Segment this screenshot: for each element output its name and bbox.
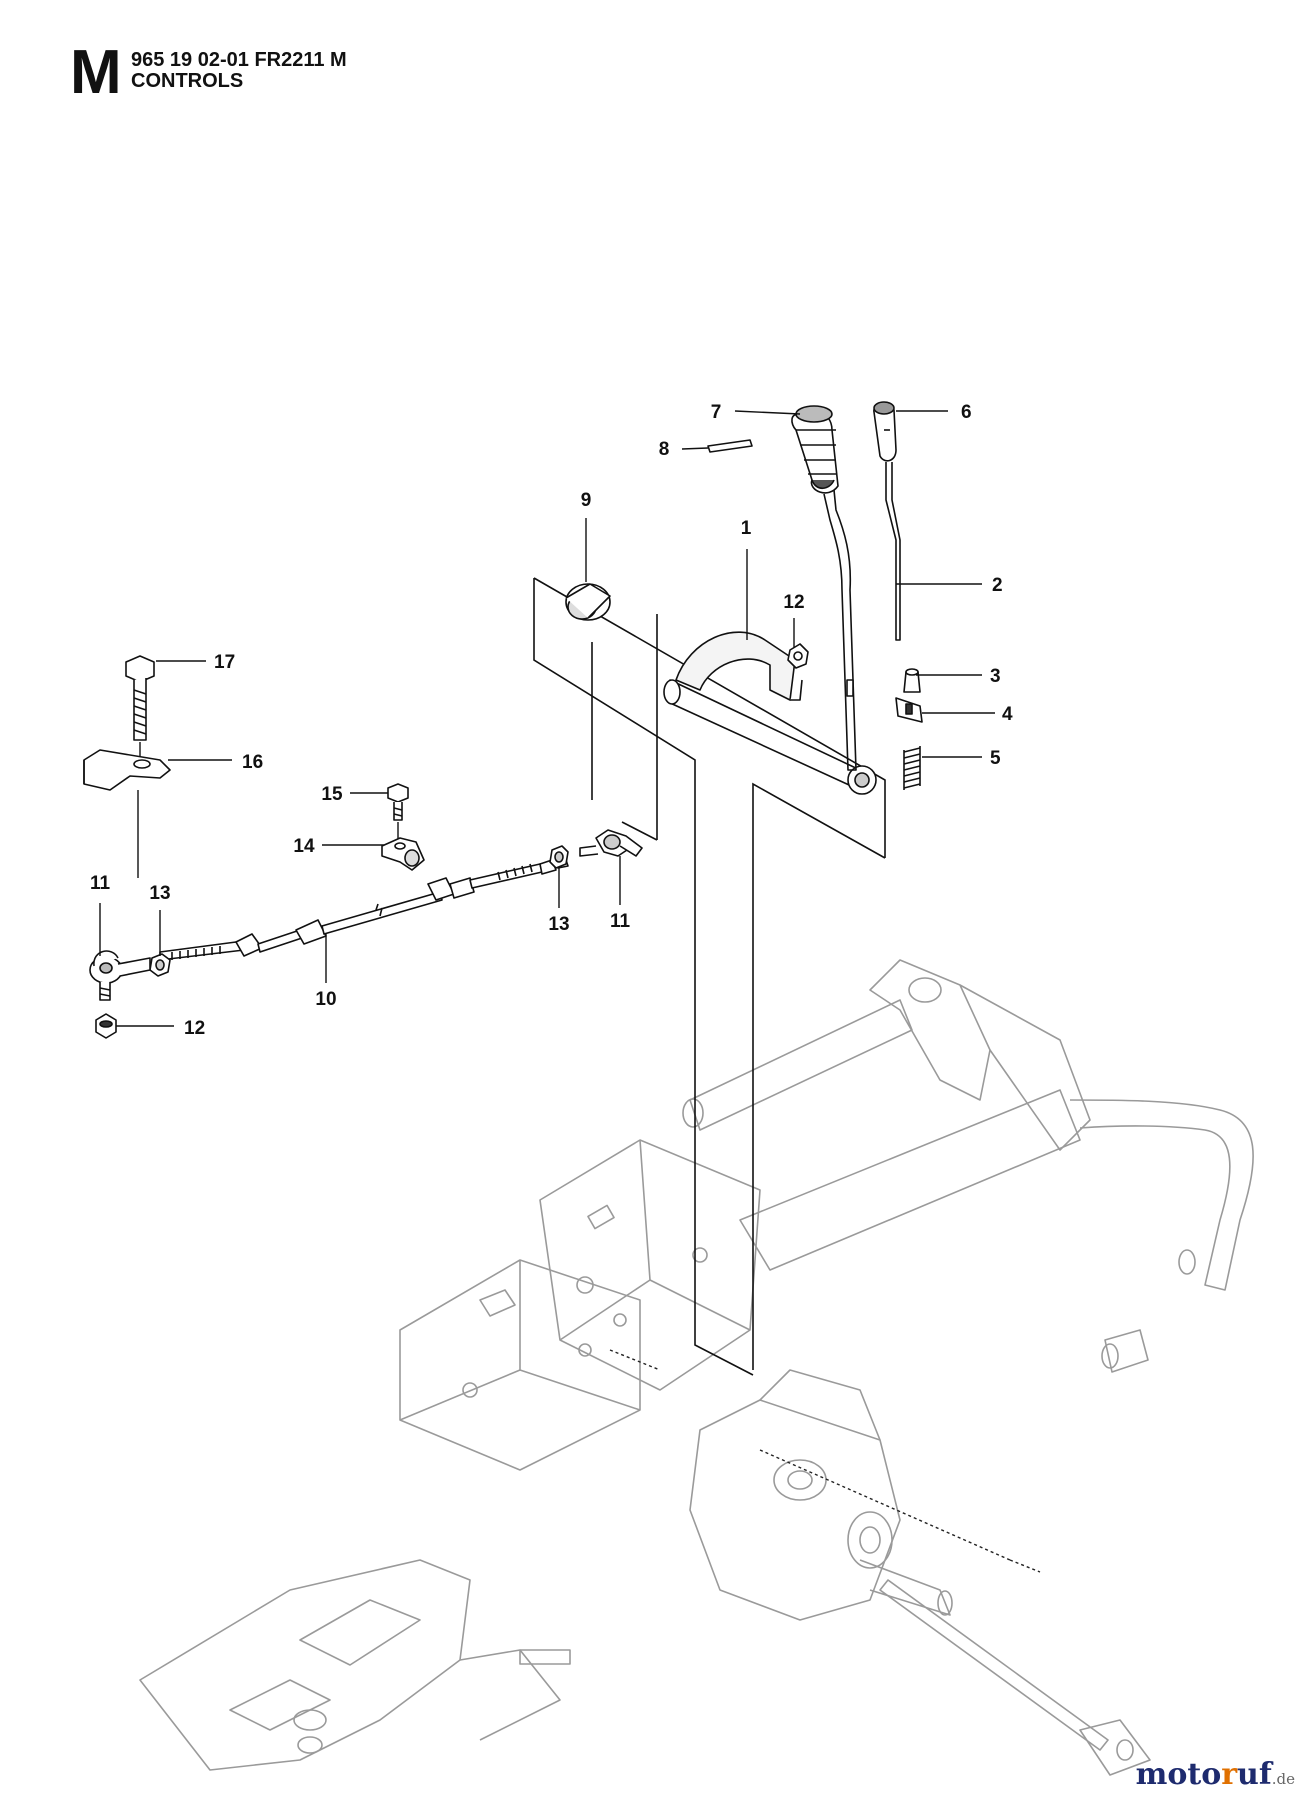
callout-9: 9 [581, 490, 592, 511]
leader-lines [99, 410, 995, 1027]
part-7-lever-knob [791, 405, 839, 494]
callout-11-right: 11 [610, 911, 631, 932]
watermark-logo: motoruf.de [1136, 1757, 1295, 1792]
watermark-part-2: r [1221, 1757, 1238, 1792]
part-12-nut-lower [95, 1013, 117, 1039]
callout-1: 1 [741, 518, 752, 539]
chassis-frame [139, 959, 1254, 1776]
model-code: 965 19 02-01 FR2211 M [131, 49, 347, 71]
part-8-pin [707, 439, 753, 453]
watermark-part-3: uf [1237, 1757, 1272, 1792]
callout-3: 3 [990, 666, 1001, 687]
part-10-cable [159, 859, 569, 961]
group-outline-frame [533, 577, 886, 1376]
part-17-bolt [125, 655, 155, 741]
part-13-nut-right [549, 845, 569, 869]
assembly-reference-lines [609, 1349, 1041, 1573]
section-title: CONTROLS [131, 70, 244, 92]
part-16-clamp-plate [83, 749, 171, 791]
callout-5: 5 [990, 748, 1001, 769]
part-11-ball-joint-left [89, 950, 151, 1001]
callout-13-left: 13 [149, 883, 170, 904]
part-3-ferrule [903, 668, 921, 693]
section-letter: M [70, 38, 122, 107]
watermark-part-1: moto [1135, 1757, 1222, 1792]
part-14-cable-clamp [381, 837, 425, 871]
callout-10: 10 [315, 989, 336, 1010]
part-15-bolt [387, 783, 409, 821]
callout-17: 17 [214, 652, 235, 673]
part-5-spring [903, 746, 921, 790]
part-6-cap [873, 401, 897, 462]
parts [83, 401, 923, 1039]
part-4-clip [895, 697, 923, 723]
callout-labels: 1 2 3 4 5 6 7 8 9 10 11 11 12 12 12 13 1… [90, 402, 1013, 1039]
watermark-tld: .de [1271, 1770, 1295, 1788]
callout-16: 16 [242, 752, 263, 773]
callout-2: 2 [992, 575, 1003, 596]
part-9-bushing [565, 583, 611, 621]
part-11-ball-joint-right [579, 829, 643, 857]
callout-8: 8 [659, 439, 670, 460]
callout-12-lower: 12 [184, 1018, 205, 1039]
part-lever-rod [823, 489, 857, 771]
callout-14: 14 [293, 836, 315, 857]
callout-7: 7 [711, 402, 722, 423]
part-1-pivot-shaft [663, 631, 877, 795]
callout-11-left: 11 [90, 873, 111, 894]
part-12-nut-upper [787, 643, 809, 669]
part-2-rod [885, 462, 901, 641]
callout-12-upper: 12 [783, 592, 804, 613]
callout-6: 6 [961, 402, 972, 423]
callout-15: 15 [321, 784, 343, 805]
part-13-nut-left [149, 953, 171, 977]
callout-13-right: 13 [548, 914, 569, 935]
callout-4: 4 [1002, 704, 1013, 725]
